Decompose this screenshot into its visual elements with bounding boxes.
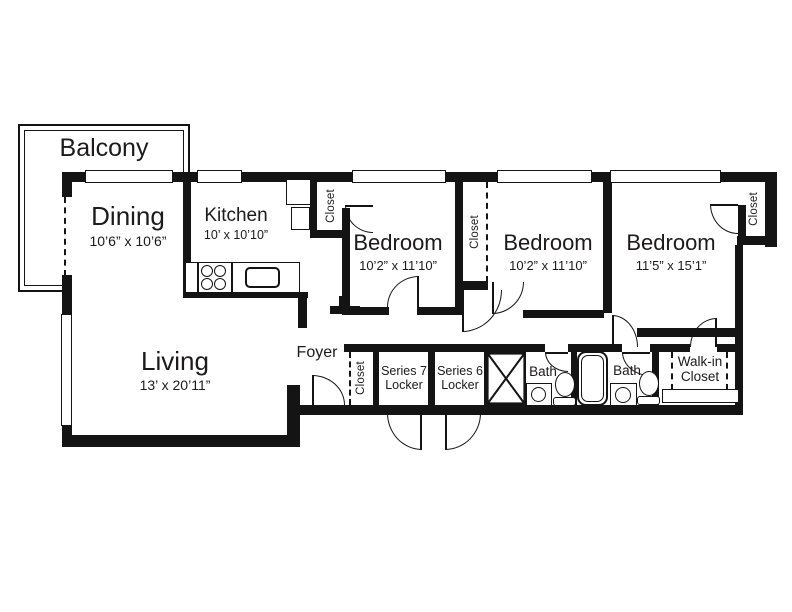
wall [428,345,435,406]
stove-burner-icon [214,265,226,277]
room-label-kitchen-closet: Closet [325,189,337,223]
bath1-toilet-tank-icon [553,397,576,406]
wall [310,172,317,238]
room-label-dining: Dining [91,201,165,231]
walk-in-closet-dashed-line [671,352,673,390]
stove-burner-icon [201,265,213,277]
room-label-foyer-closet: Closet [355,361,367,395]
wall [523,310,604,318]
room-dims-bedroom1: 10’2” x 11’10” [359,258,437,273]
shaft-x-box [486,352,526,405]
window [61,314,72,426]
foyer-closet-dashed-line [349,352,351,405]
wall [571,345,577,406]
wall [455,172,463,315]
corridor-door-right [445,413,481,450]
bath1-toilet-icon [555,372,575,397]
wall [342,208,350,315]
room-label-balcony: Balcony [59,134,149,162]
room-label-foyer: Foyer [296,344,338,361]
kitchen-sink-icon [245,267,280,288]
corridor-door-left [387,413,422,450]
room-dims-living: 13’ x 20’11” [139,377,211,393]
walk-in-closet-door [690,318,717,347]
bedroom2-door [492,282,524,314]
room-dims-bedroom2: 10’2” x 11’10” [509,258,587,273]
wall [342,307,389,315]
dining-floor [72,176,184,294]
hall-closet-dashed-line [486,182,488,282]
wall [458,281,488,290]
wall [62,172,72,197]
bath2-sink-basin-icon [615,387,631,403]
stove-burner-icon [214,278,226,290]
wall [373,345,379,406]
wall [287,405,743,415]
wall [417,307,462,315]
wall [183,172,191,297]
wall [62,435,296,447]
walk-in-closet-dashed-line [726,352,728,390]
window [497,170,592,183]
room-dims-kitchen: 10’ x 10’10” [203,228,269,242]
room-dims-bedroom3: 11’5” x 15’1” [635,258,707,273]
room-label-living: Living [141,346,209,376]
counter-divider [197,262,199,293]
room-label-hall-closet: Closet [469,215,481,249]
window [85,170,173,183]
window [352,170,446,183]
bedroom1-door [387,276,419,307]
room-label-bath1: Bath [529,364,557,379]
wall [344,344,545,352]
wall [738,205,746,236]
foyer-entry-door [312,375,345,405]
wall [765,172,777,247]
bath2-toilet-icon [639,371,659,396]
wall [339,296,347,314]
walk-in-closet-shelf [662,389,739,403]
room-label-walk-in-closet: Walk-in Closet [677,354,723,385]
window [197,170,242,183]
kitchen-cabinet [286,179,311,205]
room-label-series7-locker: Series 7 Locker [381,364,427,392]
room-label-bedroom3-closet: Closet [748,192,760,226]
wall [568,344,622,352]
wall [298,295,307,328]
wall [310,230,346,238]
balcony-opening-dashed-line [64,197,66,276]
room-label-bedroom1: Bedroom [353,230,443,255]
room-label-bedroom3: Bedroom [626,230,716,255]
counter-divider [231,262,233,293]
room-label-bath2: Bath [613,363,641,378]
wall [717,344,743,352]
wall [287,385,300,447]
bath2-toilet-tank-icon [637,396,660,405]
window [610,170,721,183]
wall [183,292,308,298]
stove-burner-icon [201,278,213,290]
room-label-bedroom2: Bedroom [503,230,593,255]
wall [637,328,743,337]
kitchen-cabinet [291,207,310,230]
room-label-kitchen: Kitchen [204,205,268,226]
bathtub-inner-icon [581,355,604,402]
room-label-series6-locker: Series 6 Locker [437,364,483,392]
wall [62,275,72,317]
wall [737,236,777,245]
bedroom3-door [612,315,638,347]
bath1-sink-basin-icon [531,387,546,402]
wall [650,344,690,352]
wall [603,172,612,313]
room-dims-dining: 10’6” x 10’6” [89,233,167,249]
